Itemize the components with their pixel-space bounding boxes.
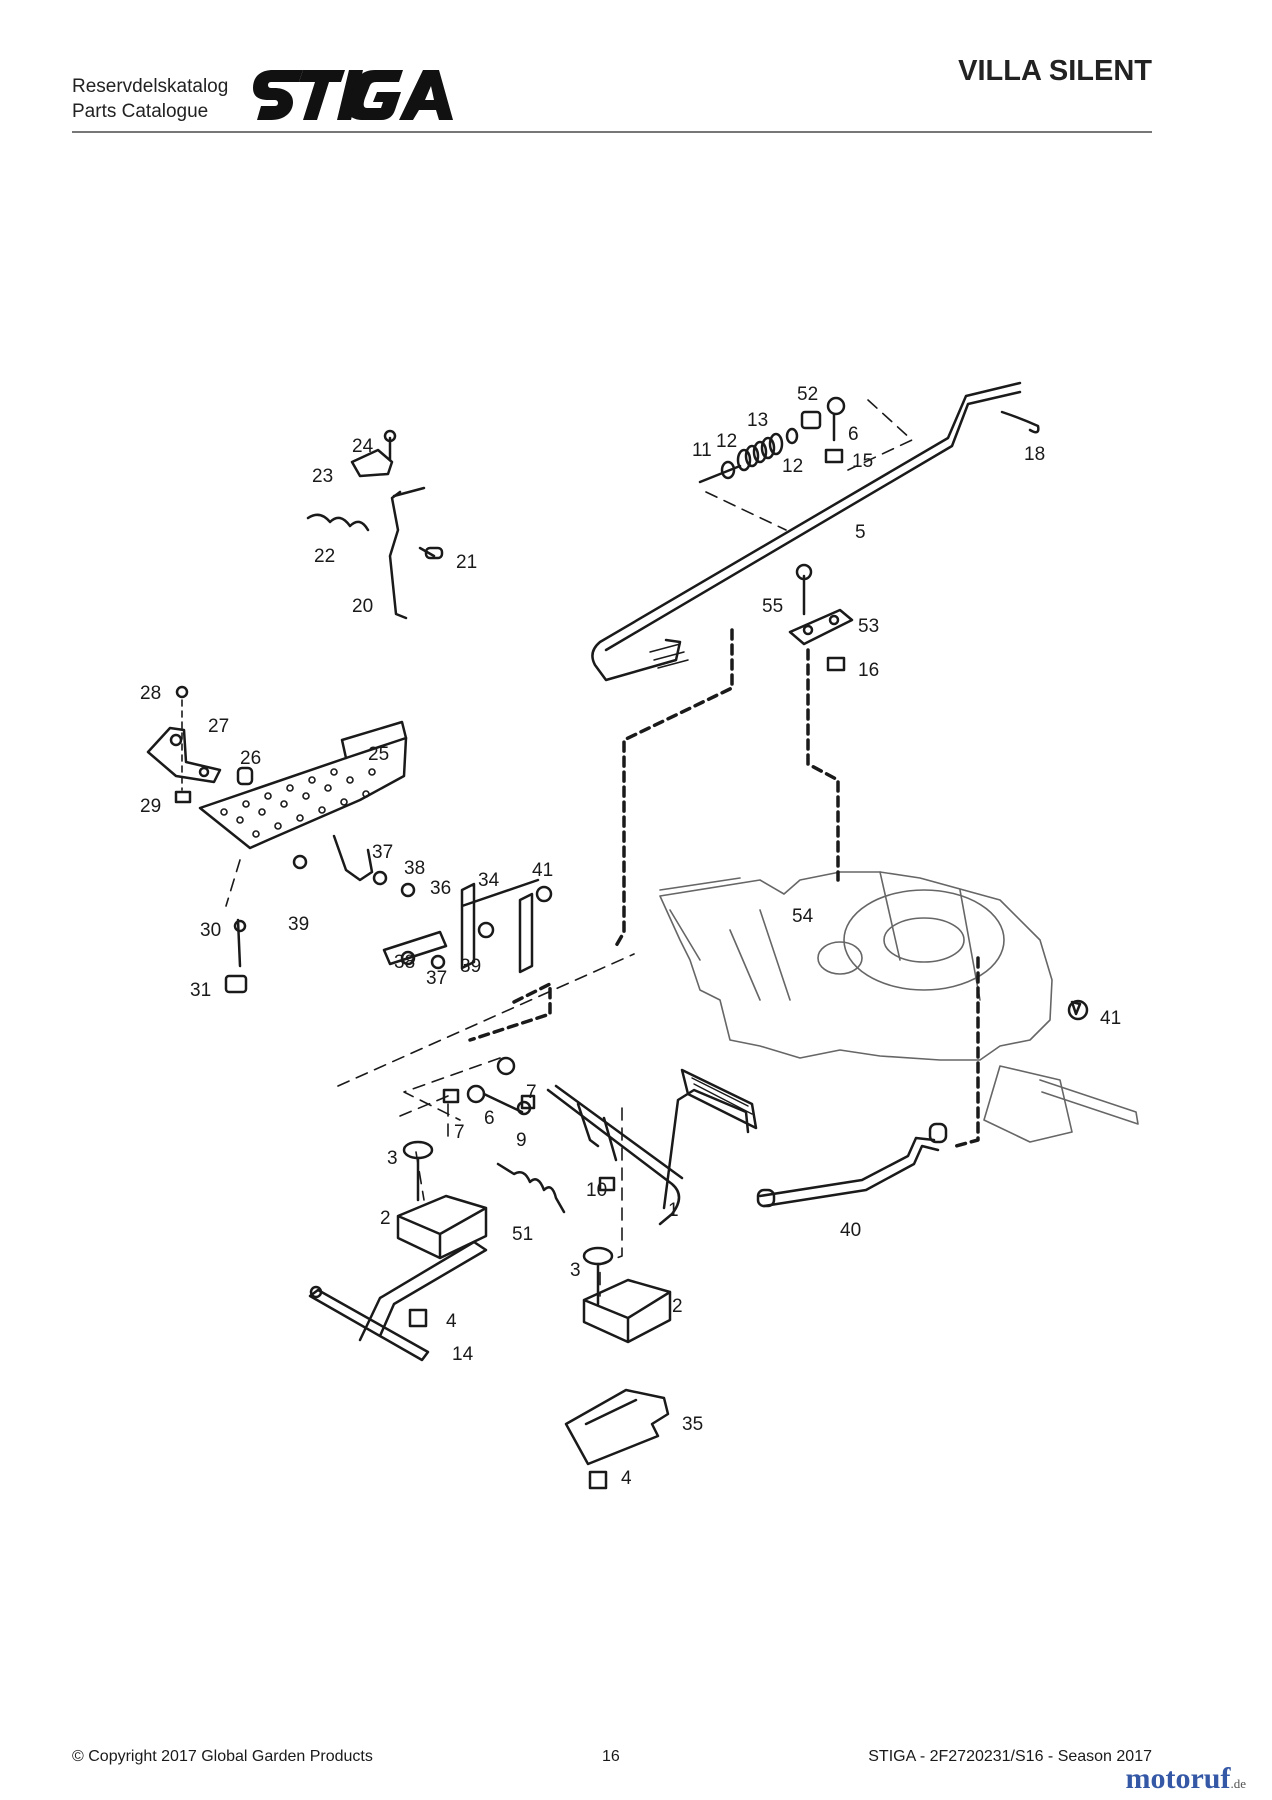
callout-20: 20 [352,596,373,617]
callout-26: 26 [240,748,261,769]
callout-10: 10 [586,1180,607,1201]
callout-16: 16 [858,660,879,681]
callout-2b: 2 [672,1296,683,1317]
callout-labels: 1 2 2 3 3 4 4 5 6 6 7 7 9 10 11 12 12 13… [140,384,1121,1489]
spring-51 [496,1162,566,1214]
callout-24: 24 [352,436,374,457]
callout-18: 18 [1024,444,1045,465]
callout-23: 23 [312,466,333,487]
watermark-suffix: .de [1230,1776,1246,1791]
callout-14: 14 [452,1344,474,1365]
callout-7a: 7 [526,1082,537,1103]
rod-40 [758,1136,936,1198]
clip [1000,410,1040,434]
watermark: motoruf.de [1125,1762,1246,1796]
callout-4b: 4 [621,1468,632,1489]
cable-paths [468,628,980,1148]
copyright-notice: © Copyright 2017 Global Garden Products [72,1748,373,1765]
callout-51: 51 [512,1224,533,1245]
callout-39b: 39 [460,956,481,977]
callout-4a: 4 [446,1311,457,1332]
callout-41a: 41 [532,860,553,881]
callout-53: 53 [858,616,879,637]
control-rod [591,381,1022,682]
callout-36: 36 [430,878,451,899]
callout-38a: 38 [404,858,425,879]
callout-41b: 41 [1100,1008,1121,1029]
callout-7b: 7 [454,1122,465,1143]
catalog-title-swedish: Reservdelskatalog [72,76,229,97]
spring-22 [306,513,370,532]
plate-35 [564,1388,670,1466]
callout-15: 15 [852,451,873,472]
document-reference: STIGA - 2F2720231/S16 - Season 2017 [868,1748,1152,1765]
catalog-title-english: Parts Catalogue [72,101,209,122]
callout-25: 25 [368,744,389,765]
bracket-14 [308,1240,488,1362]
callout-40: 40 [840,1220,861,1241]
header-divider [72,131,1152,133]
callout-12a: 12 [716,431,737,452]
block-2b [582,1278,672,1344]
pedal-pad [680,1068,758,1130]
block-2a [396,1194,488,1260]
parts-drawing [146,381,1139,1490]
callout-31: 31 [190,980,211,1001]
bracket-23 [350,448,394,478]
watermark-text: motoruf [1125,1762,1231,1795]
callout-6a: 6 [848,424,859,445]
bracket-53 [788,608,854,646]
footplate-25 [198,736,408,850]
callout-21: 21 [456,552,477,573]
callout-52: 52 [797,384,818,405]
callout-3b: 3 [570,1260,581,1281]
stiga-logo [253,70,453,120]
callout-55: 55 [762,596,783,617]
callout-28: 28 [140,683,161,704]
page-number: 16 [602,1748,620,1765]
callout-1: 1 [668,1200,679,1221]
callout-54: 54 [792,906,814,927]
callout-3a: 3 [387,1148,398,1169]
callout-34: 34 [478,870,500,891]
callout-37b: 37 [426,968,447,989]
rod-spring-assembly [698,396,846,484]
callout-22: 22 [314,546,335,567]
callout-29: 29 [140,796,161,817]
callout-5: 5 [855,522,866,543]
callout-37a: 37 [372,842,393,863]
callout-11: 11 [692,440,712,461]
transmission [659,871,1139,1143]
pedal-shaft-1 [546,1088,681,1226]
bracket-34 [460,878,540,974]
callout-13: 13 [747,410,768,431]
callout-12b: 12 [782,456,803,477]
callout-35: 35 [682,1414,703,1435]
callout-9: 9 [516,1130,527,1151]
callout-30: 30 [200,920,221,941]
callout-39a: 39 [288,914,309,935]
callout-2a: 2 [380,1208,391,1229]
callout-27: 27 [208,716,229,737]
callout-38b: 38 [394,952,415,973]
link-36 [382,930,448,966]
callout-6b: 6 [484,1108,495,1129]
rod-20 [388,490,408,620]
catalog-title: Reservdelskatalog Parts Catalogue [72,74,228,124]
model-name: VILLA SILENT [958,55,1152,87]
